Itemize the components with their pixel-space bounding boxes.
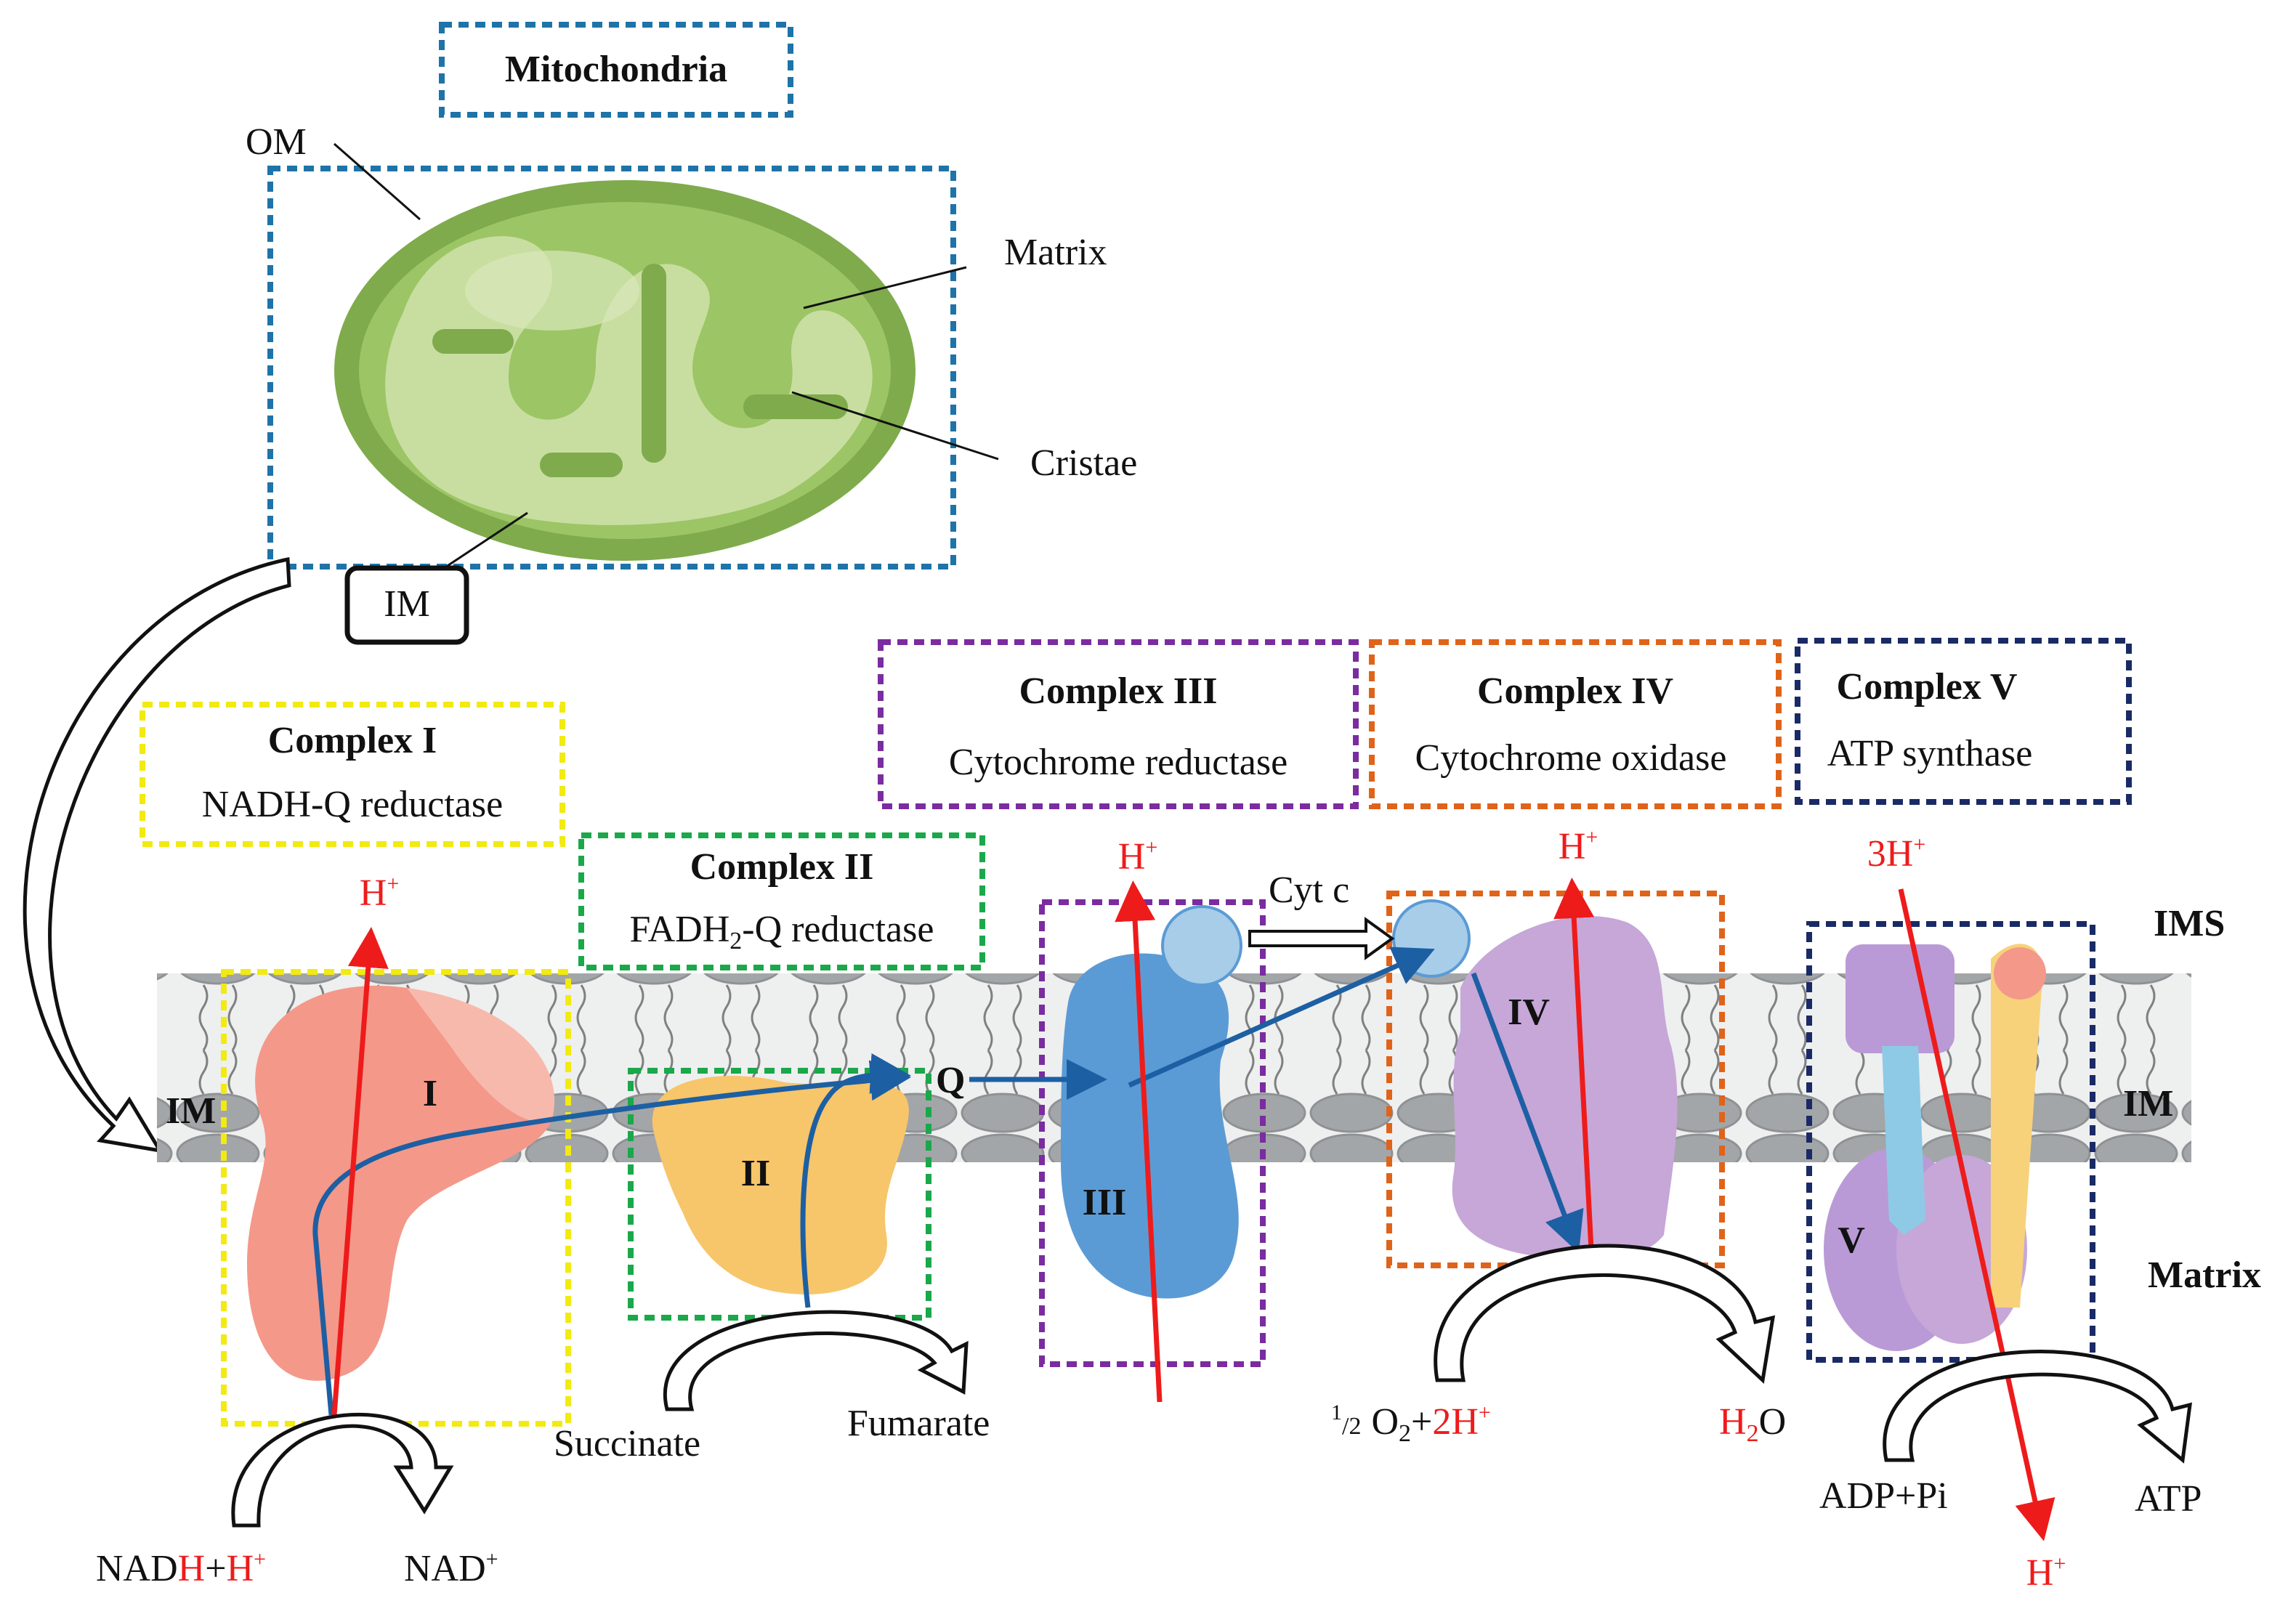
om-label: OM <box>246 121 307 163</box>
complex-i-name: NADH-Q reductase <box>202 784 503 825</box>
proton-arrow-complex-iv <box>1553 877 1595 1250</box>
cristae-pointer <box>791 391 999 461</box>
complex-ii-numeral: II <box>741 1153 770 1194</box>
complex-v-title: Complex V <box>1837 666 2018 708</box>
complex-i-title: Complex I <box>268 720 437 761</box>
electron-path-iii-to-iv <box>1128 947 1435 1088</box>
complex-iii-title: Complex III <box>1019 670 1217 712</box>
complex-v-name: ATP synthase <box>1827 733 2033 774</box>
reaction-arc-complex-v <box>1883 1350 2192 1464</box>
succinate-label: Succinate <box>554 1423 700 1464</box>
complex-iv-numeral: IV <box>1508 992 1550 1033</box>
im-right-label: IM <box>2123 1083 2173 1124</box>
proton-arrow-complex-iii <box>1115 880 1163 1403</box>
complex-v-shape <box>1824 944 2046 1351</box>
zoom-arrow <box>23 556 291 1154</box>
electron-path-complex-i <box>312 1060 911 1416</box>
water-label: H2O <box>1719 1401 1786 1447</box>
cyt-c-label: Cyt c <box>1269 870 1349 911</box>
reaction-arc-complex-iv <box>1434 1244 1776 1385</box>
fumarate-label: Fumarate <box>847 1403 990 1444</box>
reaction-arc-complex-ii <box>663 1310 969 1411</box>
proton-label-v-in: 3H+ <box>1867 832 1925 875</box>
proton-label-i: H+ <box>360 872 399 914</box>
complex-iii-name: Cytochrome reductase <box>949 742 1288 783</box>
mitochondrion-illustration <box>334 180 915 561</box>
mitochondria-title-group: Mitochondria <box>439 22 793 118</box>
complex-iii-header: Complex III Cytochrome reductase <box>878 639 1359 809</box>
complex-v-frame <box>1806 921 2095 1363</box>
matrix-pointer <box>803 266 967 309</box>
complex-i-numeral: I <box>423 1073 437 1114</box>
cyt-c-transfer: Cyt c <box>1248 870 1395 960</box>
nad-label: NAD+ <box>404 1547 498 1589</box>
q-label: Q <box>936 1060 965 1101</box>
complex-v-numeral: V <box>1838 1220 1865 1261</box>
complex-i-shape <box>247 985 555 1381</box>
complex-iv-title: Complex IV <box>1477 670 1673 712</box>
mitochondria-title-frame <box>439 22 793 118</box>
complex-ii-name: FADH2-Q reductase <box>630 909 934 954</box>
atp-label: ATP <box>2135 1478 2202 1520</box>
nadh-label: NADH+H+ <box>96 1547 266 1589</box>
complex-iv-shape <box>1452 916 1678 1261</box>
adp-label: ADP+Pi <box>1819 1475 1948 1517</box>
matrix-label: Matrix <box>1004 232 1107 273</box>
proton-arrow-complex-v <box>1898 888 2056 1541</box>
matrix-membrane-label: Matrix <box>2148 1255 2261 1296</box>
proton-label-iii: H+ <box>1118 835 1157 877</box>
cyt-c-sphere-iii <box>1161 905 1242 986</box>
proton-arrow-complex-i <box>331 927 389 1416</box>
proton-label-iv: H+ <box>1559 825 1598 867</box>
om-pointer <box>334 142 421 221</box>
complex-iii-shape <box>1061 953 1239 1299</box>
im-label: IM <box>384 583 430 625</box>
im-label-box <box>344 565 469 645</box>
complex-iii-numeral: III <box>1083 1182 1127 1223</box>
cyt-c-arrow <box>1248 917 1395 960</box>
complex-iv-name: Cytochrome oxidase <box>1415 737 1727 779</box>
complex-iv-header: Complex IV Cytochrome oxidase <box>1369 639 1782 809</box>
complex-v-header: Complex V ATP synthase <box>1795 638 2132 805</box>
cristae-label: Cristae <box>1030 442 1137 484</box>
reaction-arc-complex-i <box>231 1412 454 1528</box>
im-pointer <box>432 511 528 577</box>
mitochondria-title: Mitochondria <box>505 49 727 90</box>
electron-path-complex-ii <box>800 1053 911 1308</box>
mitochondrion-frame <box>267 166 956 570</box>
electron-path-iv-to-oxygen <box>1471 972 1584 1254</box>
complex-i-header: Complex I NADH-Q reductase <box>140 702 565 847</box>
complex-ii-header: Complex II FADH2-Q reductase <box>578 832 985 970</box>
im-left-label: IM <box>166 1090 216 1132</box>
ims-label: IMS <box>2154 903 2225 944</box>
complex-i-frame <box>221 969 571 1427</box>
complex-ii-shape <box>652 1076 909 1294</box>
proton-label-v-out: H+ <box>2026 1552 2066 1594</box>
complex-ii-title: Complex II <box>690 846 874 888</box>
